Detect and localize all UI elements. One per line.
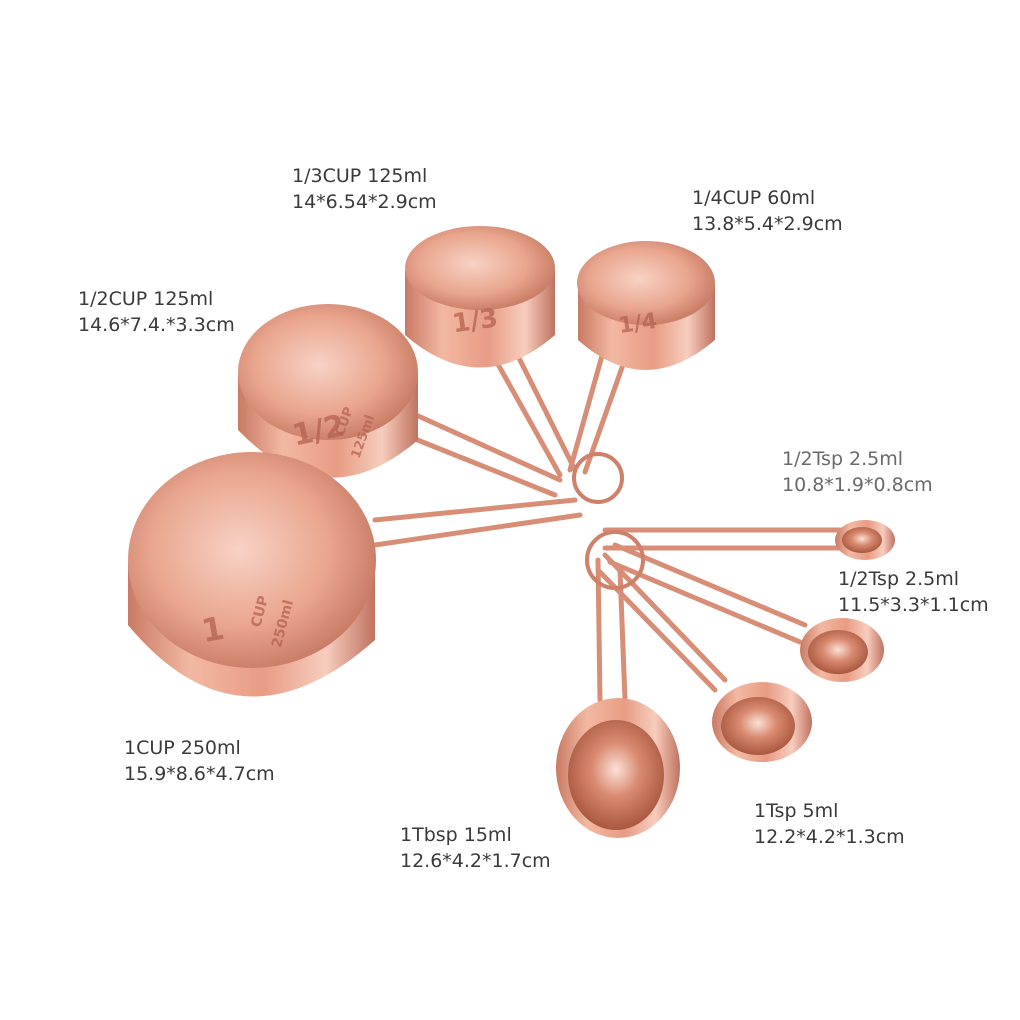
half-cup-name: 1/2CUP 125ml [78,288,214,310]
half-tsp-size: 11.5*3.3*1.1cm [838,594,989,616]
one-tbsp-size: 12.6*4.2*1.7cm [400,850,551,872]
label-one-tbsp: 1Tbsp 15ml 12.6*4.2*1.7cm [400,822,551,874]
half-cup-size: 14.6*7.4.*3.3cm [78,314,235,336]
half-tsp-small-spoon [835,520,895,560]
one-tsp-size: 12.2*4.2*1.3cm [754,826,905,848]
one-cup-size: 15.9*8.6*4.7cm [124,763,275,785]
one-tbsp-name: 1Tbsp 15ml [400,824,512,846]
half-cup: 1/2 CUP 125ml [238,304,418,478]
cup-ring [572,452,624,504]
one-tbsp-spoon [556,698,680,838]
label-half-cup: 1/2CUP 125ml 14.6*7.4.*3.3cm [78,286,235,338]
quarter-cup-engraving: 1/4 [617,309,659,339]
label-one-tsp: 1Tsp 5ml 12.2*4.2*1.3cm [754,798,905,850]
one-cup-unit-engraving: CUP [248,594,272,629]
third-cup: 1/3 [405,226,555,368]
half-tsp-small-size: 10.8*1.9*0.8cm [782,474,933,496]
third-cup-engraving: 1/3 [450,303,499,339]
label-half-tsp: 1/2Tsp 2.5ml 11.5*3.3*1.1cm [838,566,989,618]
third-cup-name: 1/3CUP 125ml [292,165,428,187]
label-third-cup: 1/3CUP 125ml 14*6.54*2.9cm [292,163,437,215]
one-tsp-name: 1Tsp 5ml [754,800,839,822]
quarter-cup-name: 1/4CUP 60ml [692,187,816,209]
label-one-cup: 1CUP 250ml 15.9*8.6*4.7cm [124,735,275,787]
one-cup-name: 1CUP 250ml [124,737,241,759]
spoon-handles [595,527,843,703]
quarter-cup: 1/4 [577,241,715,370]
one-cup: 1 CUP 250ml [128,452,376,697]
half-tsp-spoon [800,618,884,682]
label-quarter-cup: 1/4CUP 60ml 13.8*5.4*2.9cm [692,185,843,237]
third-cup-size: 14*6.54*2.9cm [292,191,437,213]
half-tsp-small-name: 1/2Tsp 2.5ml [782,448,904,470]
quarter-cup-size: 13.8*5.4*2.9cm [692,213,843,235]
spoon-ring [585,530,645,590]
half-tsp-name: 1/2Tsp 2.5ml [838,568,960,590]
label-half-tsp-small: 1/2Tsp 2.5ml 10.8*1.9*0.8cm [782,446,933,498]
one-tsp-spoon [712,682,812,762]
